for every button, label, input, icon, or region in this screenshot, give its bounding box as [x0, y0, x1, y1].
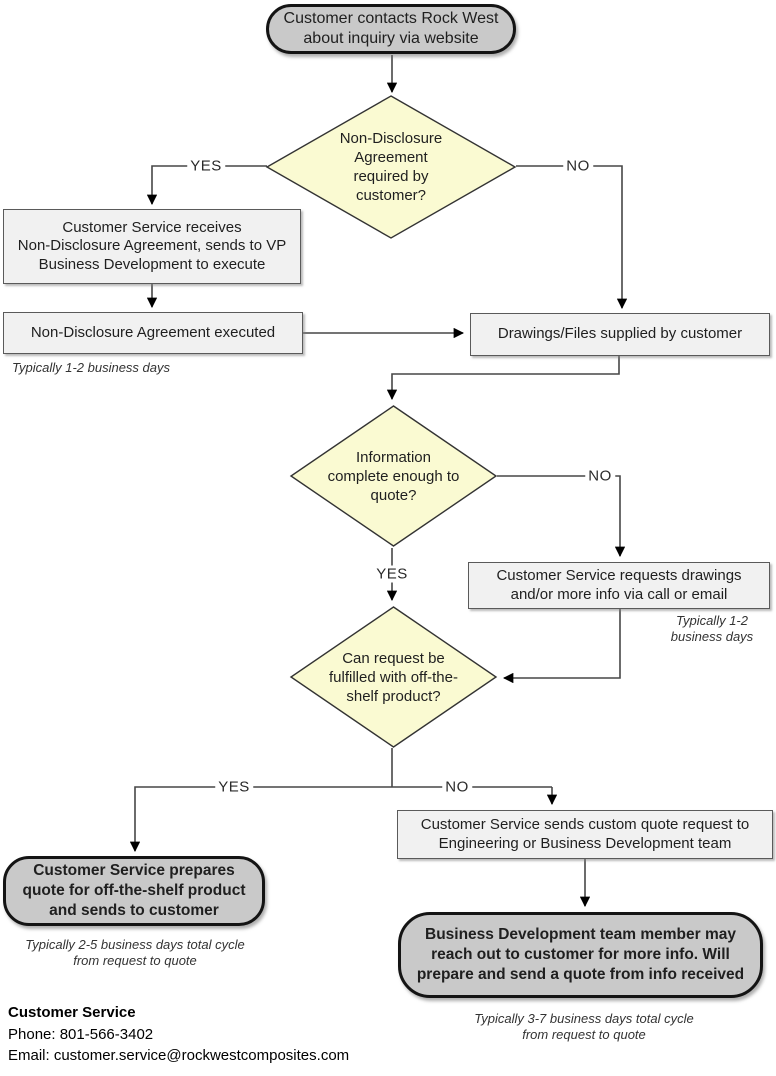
process-custom-quote-request-label: Customer Service sends custom quote requ…: [420, 816, 750, 852]
contact-phone: Phone: 801-566-3402: [8, 1025, 154, 1043]
diamond-shape: [289, 405, 498, 547]
contact-email: Email: customer.service@rockwestcomposit…: [8, 1047, 350, 1064]
start-node: Customer contacts Rock West about inquir…: [266, 4, 516, 54]
decision-nda-required: Non-Disclosure Agreement required by cus…: [265, 95, 517, 239]
process-nda-executed: Non-Disclosure Agreement executed: [3, 312, 303, 354]
diamond-shape: [265, 95, 517, 239]
contact-title: Customer Service: [8, 1004, 136, 1021]
terminal-bd-reaches-out: Business Development team member may rea…: [398, 912, 763, 998]
process-drawings-supplied: Drawings/Files supplied by customer: [470, 313, 770, 356]
note-request-cycle: Typically 1-2 business days: [670, 613, 754, 644]
connector-nda-yes-to-cs-receives: [146, 165, 267, 206]
connector-drawings-to-info-decision: [386, 356, 620, 401]
diamond-shape: [289, 606, 498, 748]
start-node-label: Customer contacts Rock West about inquir…: [283, 10, 499, 47]
terminal-cs-prepares-quote: Customer Service prepares quote for off-…: [3, 856, 265, 926]
process-custom-quote-request: Customer Service sends custom quote requ…: [397, 810, 773, 859]
terminal-bd-reaches-out-label: Business Development team member may rea…: [416, 926, 745, 983]
contact-block: Customer Service Phone: 801-566-3402 Ema…: [8, 1002, 349, 1067]
edge-label-info-yes: YES: [373, 565, 411, 583]
edge-label-nda-yes: YES: [187, 157, 225, 175]
terminal-cs-prepares-quote-label: Customer Service prepares quote for off-…: [22, 862, 246, 919]
process-drawings-supplied-label: Drawings/Files supplied by customer: [497, 325, 743, 343]
edge-label-shelf-no: NO: [442, 778, 472, 796]
note-custom-cycle: Typically 3-7 business days total cycle …: [474, 1011, 694, 1042]
connector-requests-to-shelf-decision: [502, 609, 621, 684]
decision-nda-required-label: Non-Disclosure Agreement required by cus…: [339, 130, 443, 204]
process-cs-receives-nda: Customer Service receives Non-Disclosure…: [3, 209, 301, 284]
connector-info-no-to-requests: [497, 475, 626, 558]
note-shelf-cycle: Typically 2-5 business days total cycle …: [25, 937, 245, 968]
edge-label-shelf-yes: YES: [215, 778, 253, 796]
connector-shelf-yes-to-prepares-quote: [129, 786, 552, 853]
decision-info-complete: Information complete enough to quote?: [289, 405, 498, 547]
edge-label-info-no: NO: [585, 467, 615, 485]
process-cs-requests-info: Customer Service requests drawings and/o…: [468, 562, 770, 609]
note-nda-cycle: Typically 1-2 business days: [12, 360, 170, 375]
decision-off-the-shelf: Can request be fulfilled with off-the- s…: [289, 606, 498, 748]
edge-label-nda-no: NO: [563, 157, 593, 175]
process-nda-executed-label: Non-Disclosure Agreement executed: [30, 323, 276, 341]
process-cs-requests-info-label: Customer Service requests drawings and/o…: [496, 567, 742, 603]
decision-info-complete-label: Information complete enough to quote?: [327, 448, 460, 504]
decision-off-the-shelf-label: Can request be fulfilled with off-the- s…: [329, 649, 458, 705]
connector-nda-no-to-drawings: [516, 165, 628, 310]
process-cs-receives-nda-label: Customer Service receives Non-Disclosure…: [17, 218, 287, 273]
